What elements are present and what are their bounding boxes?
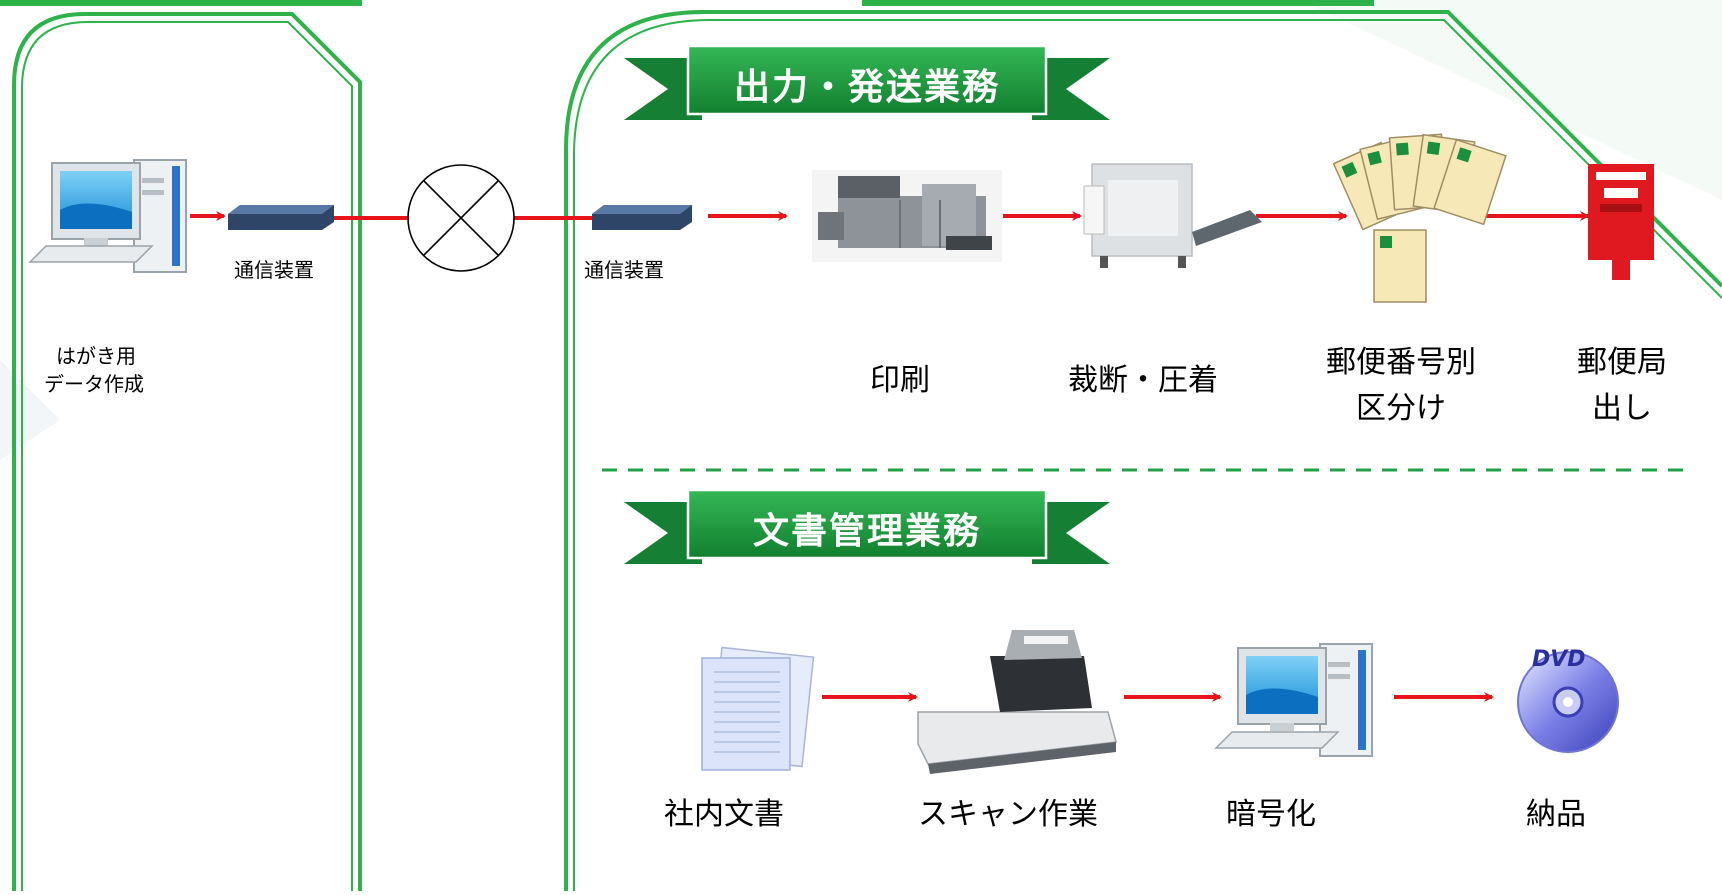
dvd-icon <box>1517 651 1619 753</box>
step-sort-label-line1: 郵便番号別 <box>1326 345 1476 380</box>
banner-docs-title: 文書管理業務 <box>752 511 981 552</box>
network-device-icon-left <box>228 205 334 230</box>
cutter-sealer-icon <box>1083 163 1262 268</box>
banner-docs-ribbon <box>624 488 1110 564</box>
banner-output-ribbon <box>624 44 1110 120</box>
step-post-label-line2: 出し <box>1592 391 1652 426</box>
device-label-left: 通信装置 <box>234 258 314 282</box>
top-bar-center <box>862 0 1374 6</box>
computer-icon <box>28 159 187 273</box>
dvd-logo-text: DVD <box>1532 647 1586 672</box>
banner-output-title: 出力・発送業務 <box>733 67 1000 108</box>
step-print-label: 印刷 <box>870 363 930 398</box>
encrypt-computer-icon <box>1214 643 1373 757</box>
right-panel <box>564 10 1722 891</box>
step-post-label-line1: 郵便局 <box>1577 345 1667 380</box>
top-bar-left <box>0 0 362 6</box>
step-deliver-label: 納品 <box>1526 797 1586 832</box>
computer-label-line2: データ作成 <box>44 372 144 396</box>
step-sort-label-line2: 区分け <box>1356 391 1446 426</box>
left-panel <box>12 12 362 891</box>
device-label-right: 通信装置 <box>584 258 664 282</box>
internet-cross-icon <box>407 164 515 272</box>
step-encrypt-label: 暗号化 <box>1226 797 1316 832</box>
step-scan-label: スキャン作業 <box>918 797 1098 832</box>
step-cut-label: 裁断・圧着 <box>1068 363 1218 398</box>
network-device-icon-right <box>592 205 692 230</box>
computer-label-line1: はがき用 <box>56 344 136 368</box>
mailbox-icon <box>1588 164 1654 280</box>
postcards-icon <box>1332 133 1507 303</box>
step-docs-label: 社内文書 <box>664 797 784 832</box>
scanner-icon <box>917 630 1117 774</box>
document-icon <box>701 646 815 771</box>
printer-icon <box>812 170 1002 262</box>
